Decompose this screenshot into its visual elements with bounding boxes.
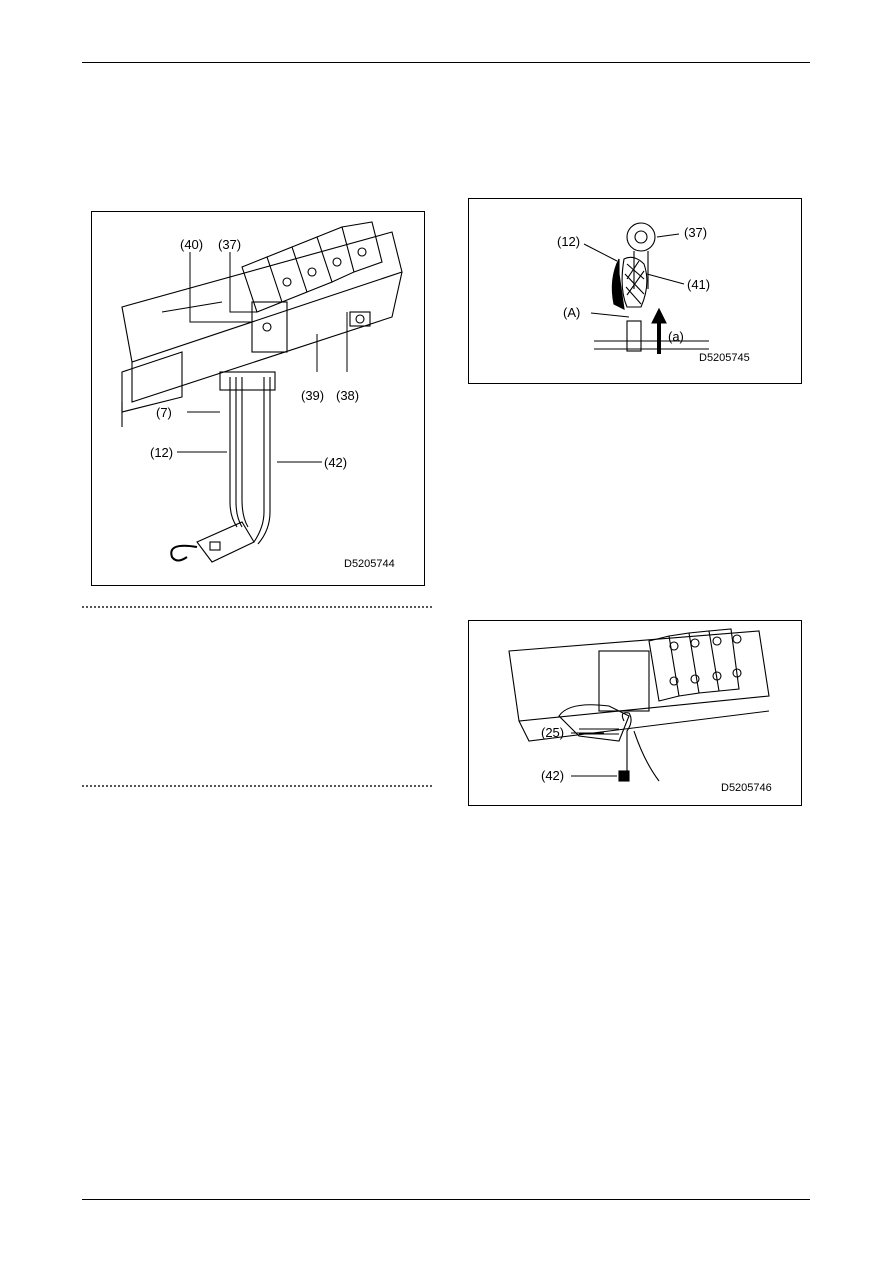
- sensor-location-illustration: (25) (42) D5205746: [508, 628, 772, 794]
- figure-terminal-detail: (12) (37) (41) (A) (a) D5205745: [468, 198, 802, 384]
- callout-39: (39): [301, 388, 324, 403]
- callout-25: (25): [541, 725, 564, 740]
- callout-A: (A): [563, 305, 580, 320]
- figure-boom-hook-wiring: (40) (37) (39) (38) (7) (12) (42) D52057…: [91, 211, 425, 586]
- note-bottom-divider: [82, 785, 432, 787]
- callout-42: (42): [541, 768, 564, 783]
- callout-12: (12): [150, 445, 173, 460]
- callout-38: (38): [336, 388, 359, 403]
- callout-40: (40): [180, 237, 203, 252]
- figure-code: D5205744: [344, 558, 395, 570]
- callout-37: (37): [684, 225, 707, 240]
- figure-code: D5205746: [721, 782, 772, 794]
- figure-sensor-location: (25) (42) D5205746: [468, 620, 802, 806]
- callout-a: (a): [668, 329, 684, 344]
- header-rule: [82, 62, 810, 63]
- callout-7: (7): [156, 405, 172, 420]
- callout-12: (12): [557, 234, 580, 249]
- callout-42: (42): [324, 455, 347, 470]
- boom-hook-illustration: (40) (37) (39) (38) (7) (12) (42) D52057…: [121, 221, 403, 570]
- callout-37: (37): [218, 237, 241, 252]
- terminal-detail-illustration: (12) (37) (41) (A) (a) D5205745: [557, 222, 750, 364]
- footer-rule: [82, 1199, 810, 1200]
- figure-code: D5205745: [699, 352, 750, 364]
- note-top-divider: [82, 606, 432, 608]
- callout-41: (41): [687, 277, 710, 292]
